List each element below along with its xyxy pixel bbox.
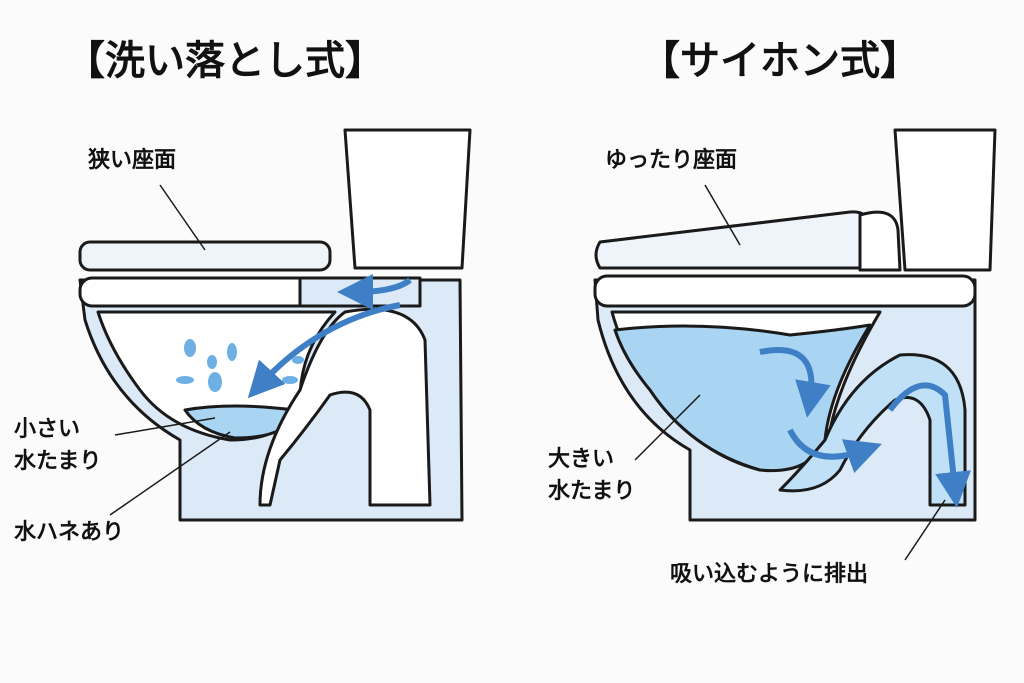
siphon-up-arrow — [887, 382, 972, 508]
washdown-flush-arrow — [337, 273, 412, 310]
washdown-pool-label-1: 小さい — [14, 417, 81, 442]
siphon-tank — [893, 128, 997, 272]
siphon-seat-lid — [594, 210, 872, 270]
siphon-toilet — [593, 128, 997, 522]
washdown-trapway — [258, 307, 432, 507]
siphon-seat-hinge — [858, 210, 902, 272]
siphon-drain-label: 吸い込むように排出 — [670, 562, 869, 587]
siphon-pool-label-2: 水たまり — [548, 479, 636, 504]
flow-arrows — [247, 273, 972, 508]
siphon-seat-label: ゆったり座面 — [605, 148, 738, 173]
washdown-tank — [343, 128, 472, 270]
siphon-bottom-arrow — [787, 428, 882, 474]
siphon-rim — [593, 274, 977, 308]
washdown-splash-label: 水ハネあり — [14, 520, 125, 545]
washdown-toilet — [78, 128, 472, 522]
washdown-seat-label: 狭い座面 — [88, 148, 177, 173]
splash-droplets — [176, 339, 304, 392]
washdown-pool-label-2: 水たまり — [14, 449, 102, 474]
washdown-down-arrow — [247, 302, 401, 399]
siphon-pool-label-1: 大きい — [548, 447, 615, 472]
washdown-rim — [78, 276, 312, 308]
washdown-seat-lid — [78, 240, 332, 272]
siphon-swirl-arrow — [759, 347, 831, 418]
washdown-title: 【洗い落とし式】 — [65, 38, 385, 84]
siphon-title: 【サイホン式】 — [640, 38, 920, 84]
leader-lines — [109, 184, 946, 561]
